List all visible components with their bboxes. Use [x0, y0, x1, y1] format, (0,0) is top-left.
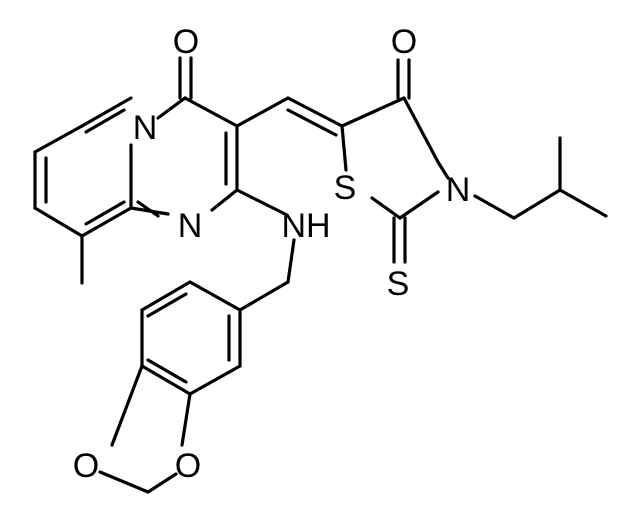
isobutyl-chain: [473, 136, 608, 220]
vinyl-bond: [235, 96, 290, 128]
vinyl-double-bond: [286, 96, 344, 128]
methylene-bond: [238, 280, 290, 312]
sulfur-label: S: [387, 265, 410, 303]
amine-bond: [235, 188, 287, 216]
pyrimidinone-ring: [129, 96, 239, 218]
atom-labels: O N N NH O S N S O O: [73, 23, 471, 485]
oxygen-label: O: [391, 23, 417, 61]
dioxole-ring: [98, 364, 192, 494]
benzene-ring: [140, 280, 242, 396]
oxygen-label: O: [173, 23, 199, 61]
sulfur-label: S: [334, 169, 357, 207]
thiazolidinone-ring: [340, 96, 450, 220]
vinyl-double-bond: [286, 108, 338, 137]
oxygen-label: O: [73, 447, 99, 485]
oxygen-label: O: [175, 447, 201, 485]
pyridine-ring: [33, 96, 133, 238]
nitrogen-label: N: [178, 207, 203, 245]
amine-label: NH: [281, 207, 330, 245]
nitrogen-label: N: [133, 109, 158, 147]
nitrogen-label: N: [446, 171, 471, 209]
methylene-bond: [286, 238, 296, 284]
